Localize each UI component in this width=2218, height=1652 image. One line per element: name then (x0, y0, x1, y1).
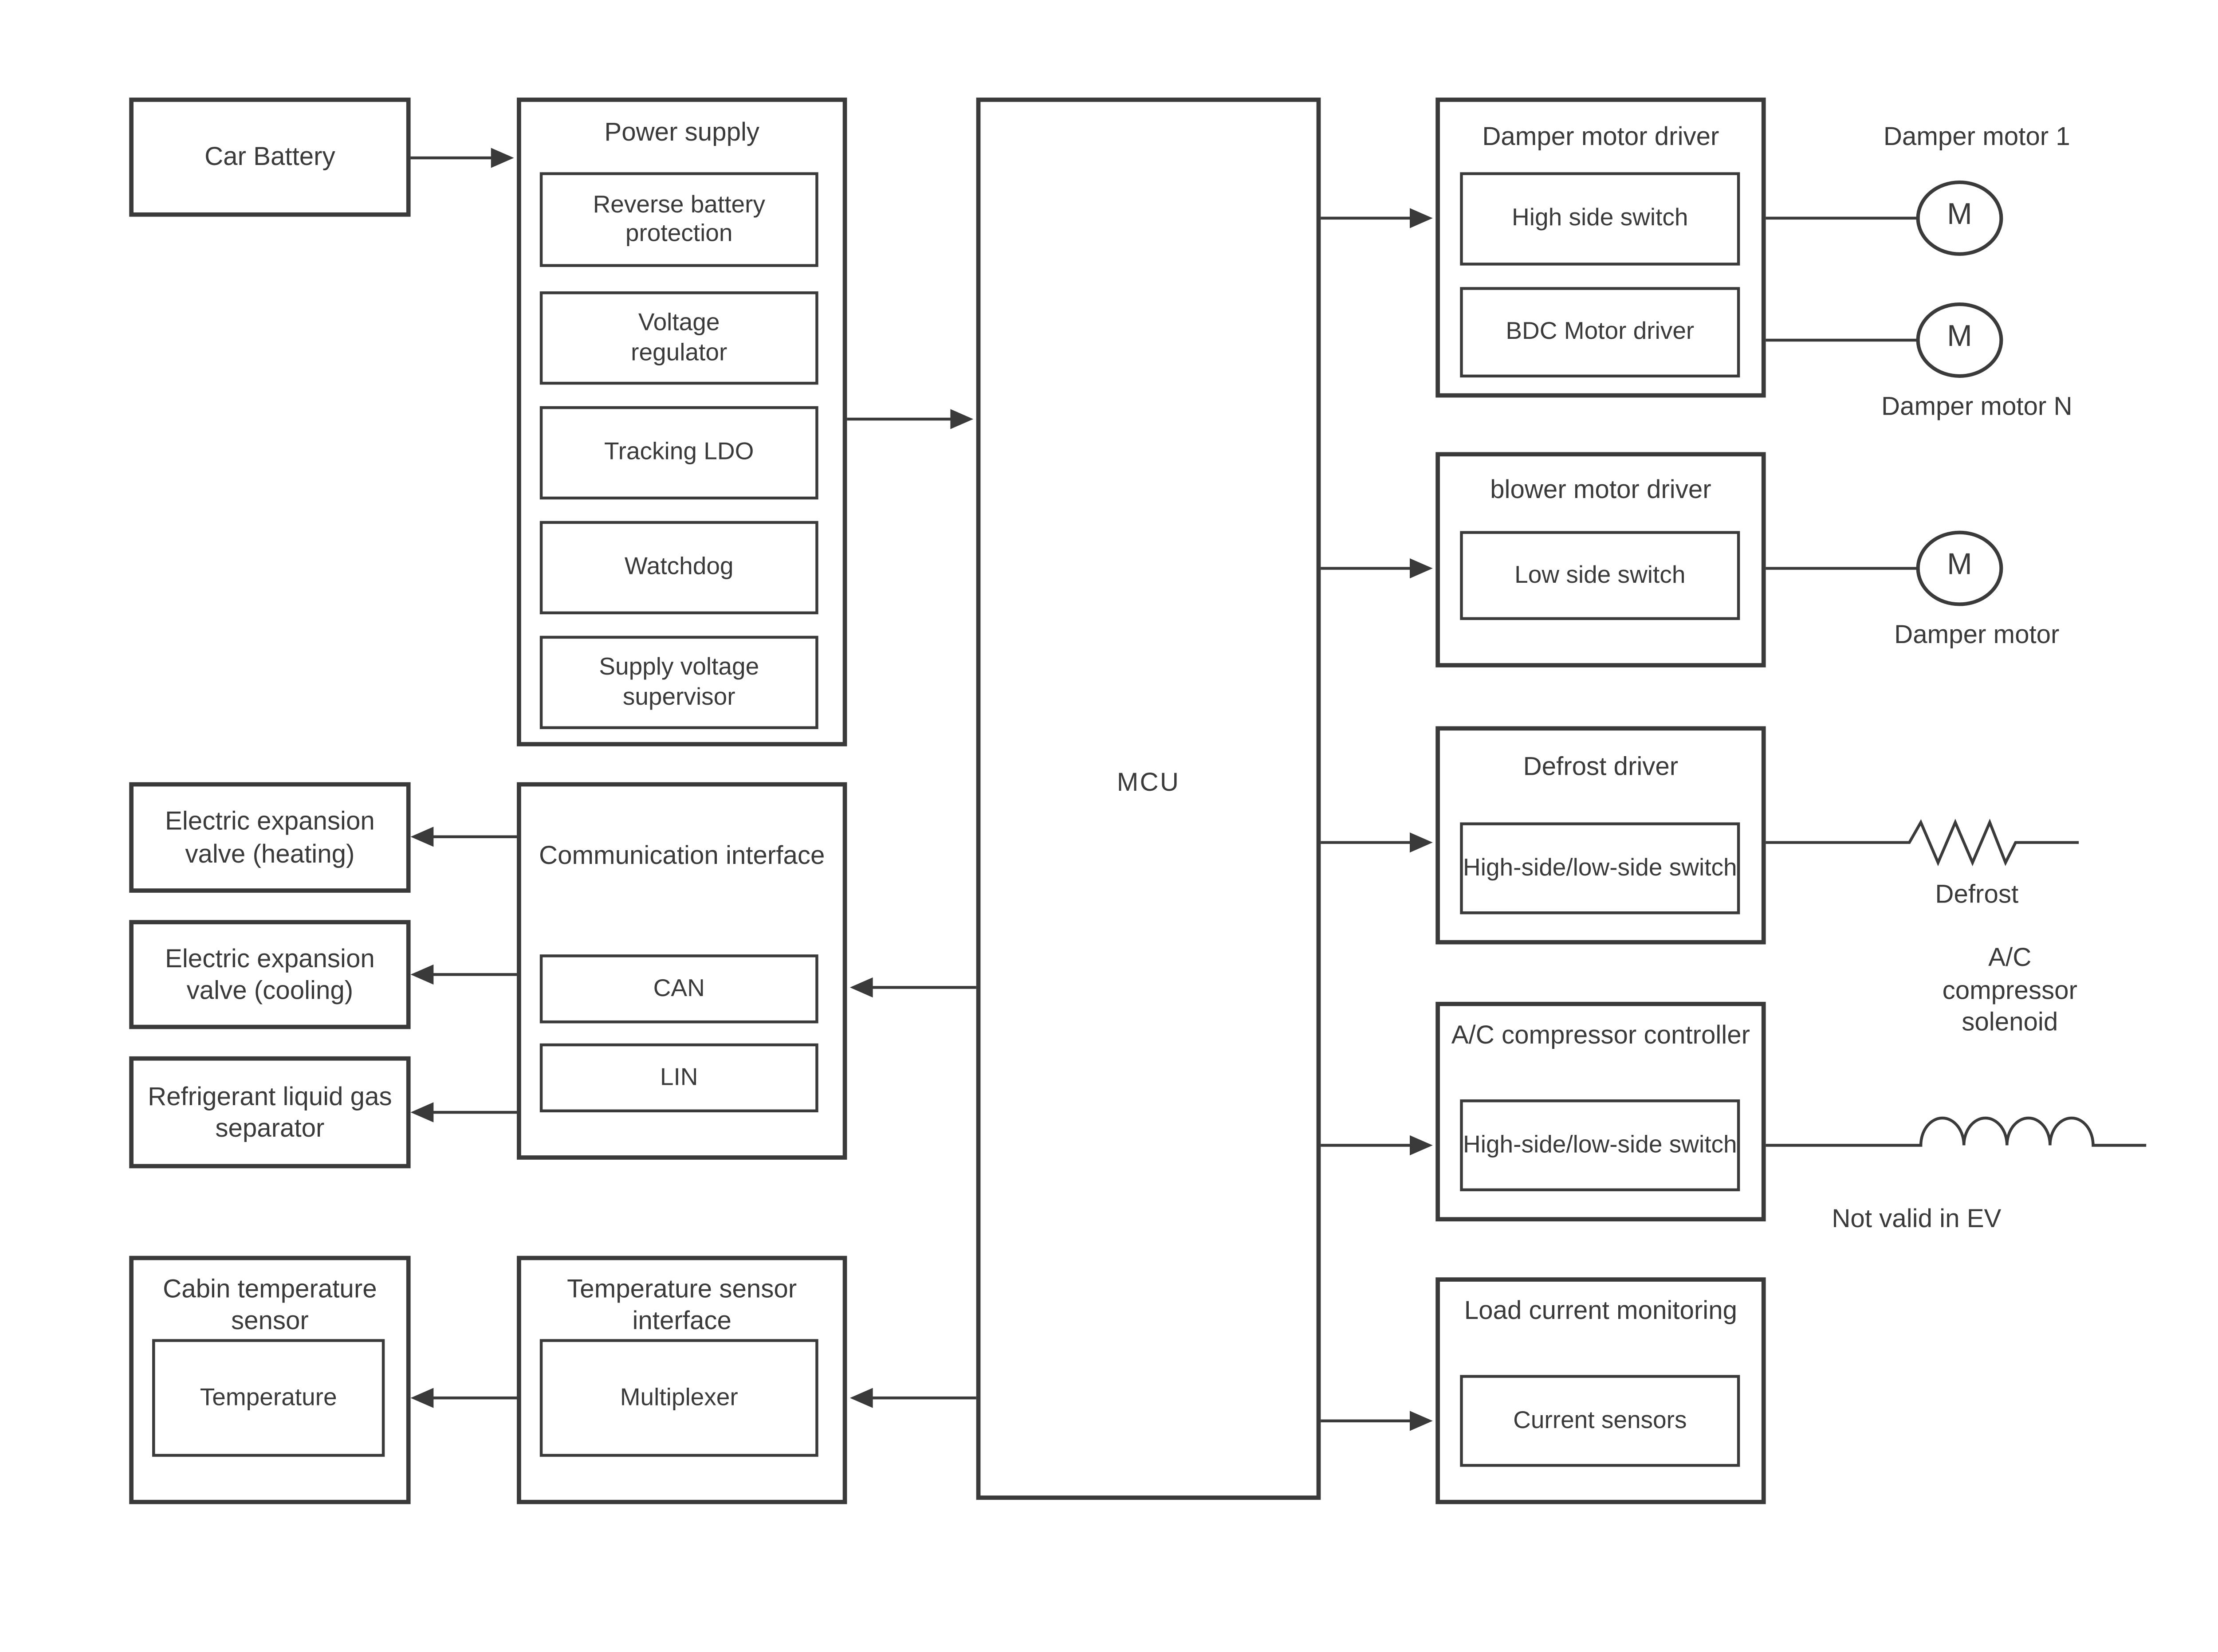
ac-controller-title: A/C compressor controller (1451, 1020, 1750, 1049)
voltage-regulator-box: Voltage regulator (539, 291, 818, 385)
arrow-mcu-to-ac-controller (1321, 1135, 1433, 1156)
arrow-mcu-to-defrost-driver (1321, 832, 1433, 853)
defrost-hsls-switch-label: High-side/low-side switch (1463, 853, 1737, 881)
cabin-sensor-title: Cabin temperature sensor (163, 1274, 377, 1335)
can-label: CAN (653, 974, 705, 1002)
arrow-battery-to-power (410, 148, 514, 168)
motorN-m-label: M (1947, 320, 1972, 353)
reverse-battery-protection-box: Reverse battery protection (539, 172, 818, 267)
heating-valve-label: Electric expansion valve (heating) (165, 806, 375, 868)
ac-solenoid-label: A/C compressor solenoid (1942, 943, 2077, 1036)
damper-motor-1-label: Damper motor 1 (1883, 122, 2070, 151)
low-side-switch-label: Low side switch (1514, 561, 1686, 589)
lin-box: LIN (539, 1043, 818, 1113)
tracking-ldo-box: Tracking LDO (539, 406, 818, 500)
arrow-comm-to-separator (410, 1102, 517, 1122)
arrow-mcu-to-blower-driver (1321, 558, 1433, 579)
arrow-mcu-to-temp-interface (849, 1388, 976, 1408)
tracking-ldo-label: Tracking LDO (604, 438, 754, 466)
bdc-motor-driver-box: BDC Motor driver (1460, 287, 1740, 378)
defrost-resistor-symbol (1766, 818, 2079, 867)
temp-interface-title: Temperature sensor interface (567, 1274, 797, 1335)
arrow-mcu-to-comm-interface (849, 977, 976, 998)
mcu-label: MCU (1117, 768, 1180, 797)
defrost-label: Defrost (1935, 879, 2019, 909)
reverse-battery-protection-label: Reverse battery protection (593, 190, 765, 247)
ac-hsls-switch-label: High-side/low-side switch (1463, 1130, 1737, 1158)
low-side-switch-box: Low side switch (1460, 531, 1740, 620)
watchdog-box: Watchdog (539, 521, 818, 615)
blower-motor-m-label: M (1947, 548, 1972, 581)
multiplexer-label: Multiplexer (620, 1383, 738, 1411)
power-supply-title: Power supply (604, 118, 760, 147)
load-monitor-title: Load current monitoring (1464, 1296, 1738, 1325)
temperature-label: Temperature (200, 1383, 337, 1411)
watchdog-label: Watchdog (624, 553, 734, 581)
can-box: CAN (539, 954, 818, 1024)
cooling-valve-label: Electric expansion valve (cooling) (165, 943, 375, 1005)
motor1-m-label: M (1947, 198, 1972, 232)
arrow-power-to-mcu (847, 409, 974, 429)
temperature-box: Temperature (152, 1339, 385, 1457)
bdc-motor-driver-label: BDC Motor driver (1506, 318, 1695, 345)
not-valid-in-ev-label: Not valid in EV (1832, 1204, 2002, 1233)
arrow-comm-to-heating-valve (410, 827, 517, 847)
blower-driver-title: blower motor driver (1490, 475, 1711, 504)
multiplexer-box: Multiplexer (539, 1339, 818, 1457)
damper-motor-n-label: Damper motor N (1881, 392, 2072, 421)
arrow-temp-to-cabin-sensor (410, 1388, 517, 1408)
high-side-switch-label: High side switch (1512, 204, 1688, 232)
arrow-mcu-to-load-monitor (1321, 1411, 1433, 1431)
ac-hsls-switch-box: High-side/low-side switch (1460, 1099, 1740, 1192)
separator-label: Refrigerant liquid gas separator (148, 1081, 392, 1143)
motor1-circle (1916, 180, 2003, 256)
car-battery-label: Car Battery (204, 142, 335, 171)
mcu-box (976, 98, 1321, 1500)
comm-interface-title: Communication interface (539, 841, 825, 870)
voltage-regulator-label: Voltage regulator (631, 309, 728, 365)
damper-motor-label: Damper motor (1894, 620, 2060, 649)
damper-driver-title: Damper motor driver (1482, 122, 1719, 151)
lin-label: LIN (660, 1063, 698, 1091)
cooling-valve-box: Electric expansion valve (cooling) (129, 920, 411, 1029)
blower-motor-circle (1916, 530, 2003, 606)
current-sensors-label: Current sensors (1513, 1406, 1687, 1434)
supply-voltage-supervisor-label: Supply voltage supervisor (599, 653, 759, 710)
high-side-switch-box: High side switch (1460, 172, 1740, 266)
current-sensors-box: Current sensors (1460, 1375, 1740, 1467)
separator-box: Refrigerant liquid gas separator (129, 1056, 411, 1169)
arrow-mcu-to-damper-driver (1321, 208, 1433, 228)
defrost-hsls-switch-box: High-side/low-side switch (1460, 822, 1740, 914)
motorN-circle (1916, 302, 2003, 378)
supply-voltage-supervisor-box: Supply voltage supervisor (539, 636, 818, 730)
defrost-driver-title: Defrost driver (1523, 752, 1679, 781)
ac-solenoid-symbol (1766, 1116, 2147, 1147)
arrow-comm-to-cooling-valve (410, 964, 517, 985)
heating-valve-box: Electric expansion valve (heating) (129, 782, 411, 893)
car-battery-box: Car Battery (129, 98, 411, 217)
